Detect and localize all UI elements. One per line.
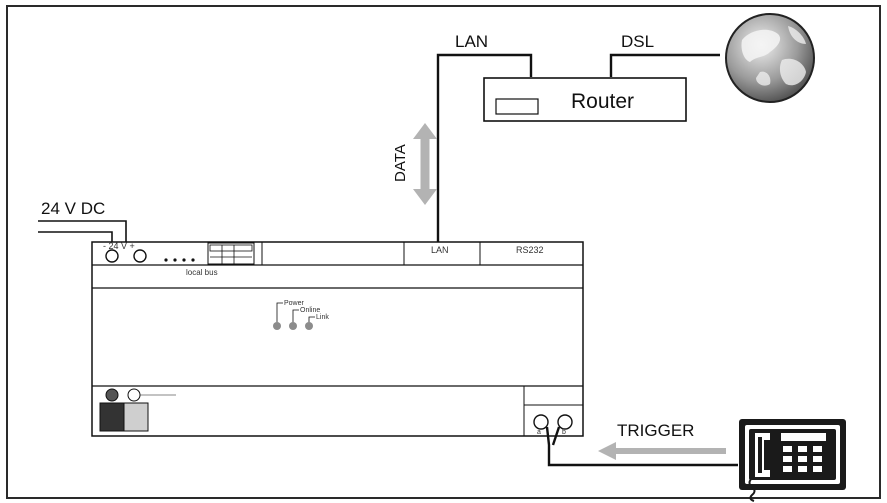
telephone-icon [739,419,846,502]
power-in-label: 24 V DC [41,199,105,218]
router-slot [495,98,539,115]
led-link-label: Link [316,314,329,321]
device-housing [91,241,584,437]
led-power-label: Power [284,300,305,307]
lan-cable [436,53,533,242]
router-label: Router [571,90,634,113]
dsl-cable [609,53,720,77]
local-bus-connector [207,242,255,265]
power-led [273,322,281,330]
terminal-negative-screw [105,249,119,263]
terminal-b-screw [557,414,573,430]
lan-label: LAN [455,32,488,51]
local-bus-dots [164,258,195,262]
data-label: DATA [392,144,409,182]
globe-icon [725,13,815,103]
device-controls [99,388,176,432]
terminal-24v-label: - 24 V + [103,241,135,251]
switch-dark [99,402,125,432]
gateway-device [91,241,584,437]
terminal-positive-screw [133,249,147,263]
phone-line [545,426,738,467]
dsl-label: DSL [621,32,654,51]
terminal-a-label: a [537,429,541,436]
status-leds [273,302,315,330]
reset-button [105,388,119,402]
link-led [305,322,313,330]
power-wire-negative [38,220,127,250]
terminal-a-screw [533,414,549,430]
led-online-label: Online [300,307,320,314]
port-rs232-label: RS232 [516,245,544,255]
mode-button [127,388,141,402]
switch-light [123,402,149,432]
data-arrow [413,123,437,205]
terminal-b-label: b [562,429,566,436]
port-lan-label: LAN [431,245,449,255]
trigger-label: TRIGGER [617,421,694,440]
router: Router [483,77,687,122]
online-led [289,322,297,330]
trigger-arrow [598,442,726,460]
local-bus-label: local bus [186,268,218,277]
